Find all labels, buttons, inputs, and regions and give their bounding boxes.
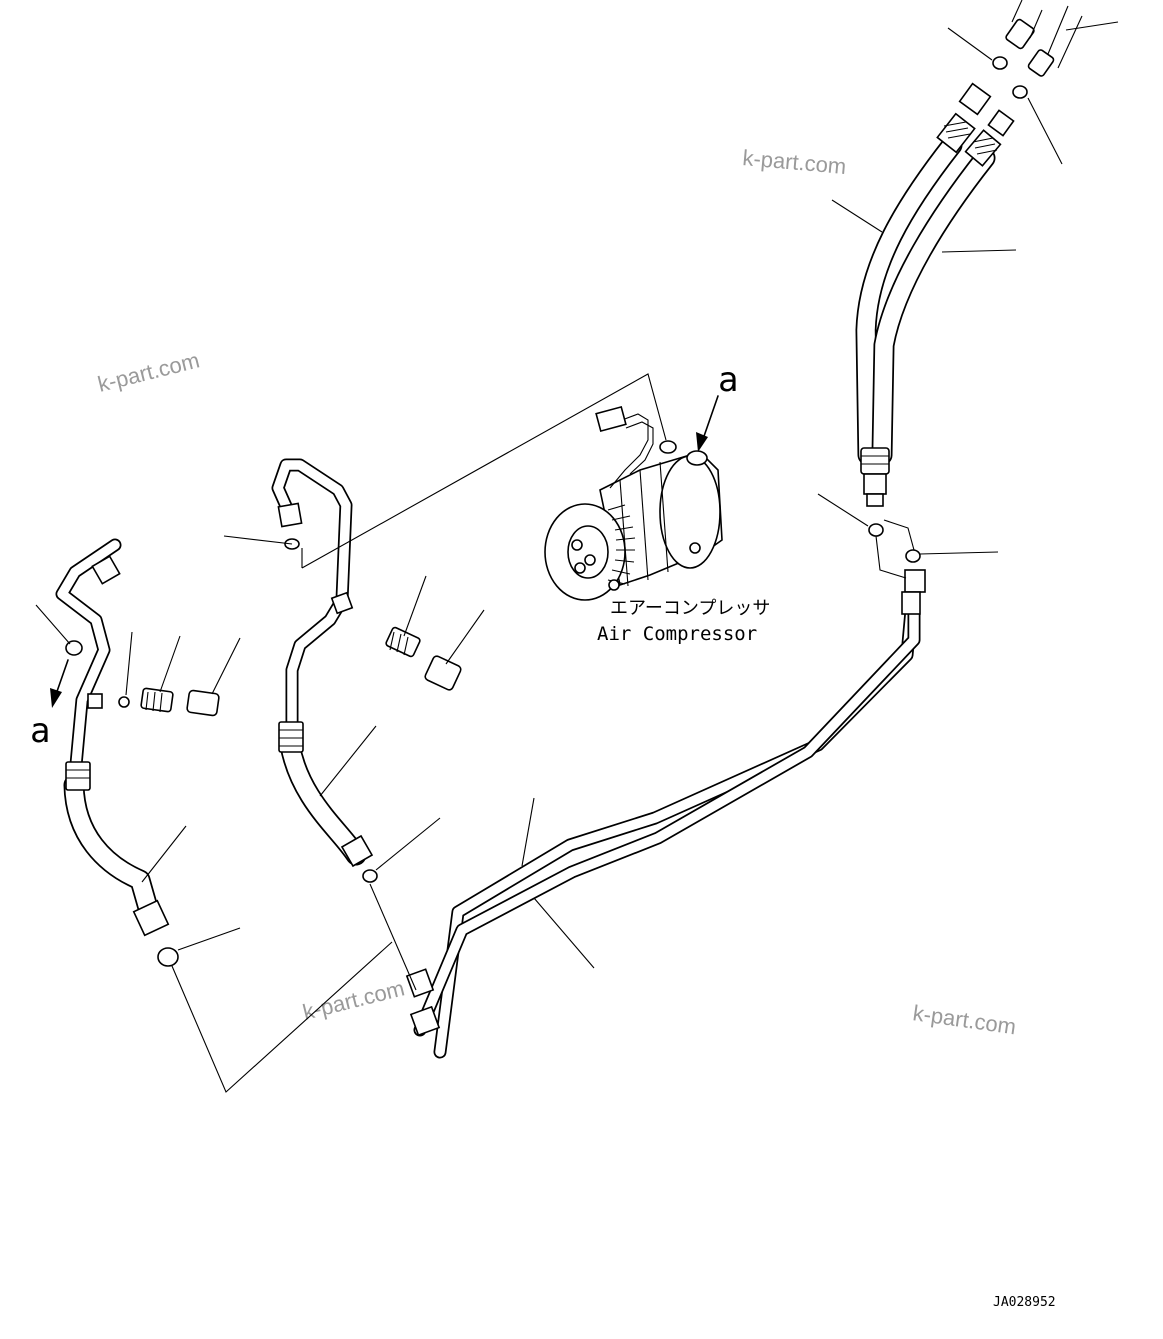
tube-fitting-bottom-1 (405, 968, 435, 998)
watermark-left: k-part.com (95, 347, 202, 396)
compressor-connector (595, 405, 627, 433)
watermark-top: k-part.com (742, 145, 848, 179)
arrow-head-top (696, 432, 708, 452)
middle-valve-core (385, 626, 421, 658)
middle-pipe-assembly (271, 458, 462, 868)
o-ring-top-1 (992, 56, 1008, 70)
hose-end-nut (863, 473, 887, 495)
o-ring-right-1 (868, 523, 884, 537)
compressor-port-1 (686, 450, 708, 466)
compressor-port-2 (659, 440, 677, 454)
callout-a-top: a (718, 360, 738, 400)
upper-hose-assembly (855, 0, 1083, 507)
service-valve-core (140, 687, 174, 713)
arrow-head-left (50, 688, 62, 708)
middle-hose-ferrule (278, 721, 304, 753)
middle-valve-cap (424, 655, 462, 691)
hose-end-ferrule (860, 447, 890, 475)
middle-hose-nut (340, 834, 374, 868)
hose-ferrule-left-top (936, 112, 976, 154)
watermark-right: k-part.com (911, 1000, 1017, 1039)
left-hose-ferrule (65, 761, 91, 791)
service-port-o-ring (118, 696, 130, 708)
middle-pipe-nut (277, 502, 303, 528)
watermark-middle: k-part.com (300, 975, 407, 1024)
hex-nut-top-1 (958, 82, 992, 116)
middle-pipe-port (330, 591, 354, 615)
service-port (87, 693, 103, 709)
left-hose-nut (132, 899, 170, 937)
adapter-top-1 (1005, 18, 1035, 50)
leader-lines (35, 21, 1119, 1093)
air-compressor (544, 405, 723, 601)
service-valve-cap (186, 689, 220, 717)
hex-nut-top-2 (987, 109, 1015, 137)
adapter-top-2 (1027, 49, 1055, 77)
left-pipe-nut (91, 555, 121, 585)
drawing-number: JA028952 (993, 1295, 1056, 1310)
o-ring-right-2 (905, 549, 921, 563)
o-ring-top-2 (1012, 85, 1028, 99)
callout-a-left: a (30, 711, 50, 751)
tube-fitting-bottom-2 (409, 1005, 441, 1037)
o-ring-left-lower (157, 947, 179, 967)
compressor-label-en: Air Compressor (597, 623, 757, 645)
left-pipe-assembly (55, 538, 220, 937)
hose-ferrule-right-top (964, 129, 1002, 167)
tube-fitting-top (904, 569, 926, 593)
o-ring-left-upper (65, 640, 83, 656)
o-ring-middle-lower (362, 869, 378, 883)
compressor-label-jp: エアーコンプレッサ (610, 598, 770, 619)
main-tube-assembly (405, 569, 926, 1059)
